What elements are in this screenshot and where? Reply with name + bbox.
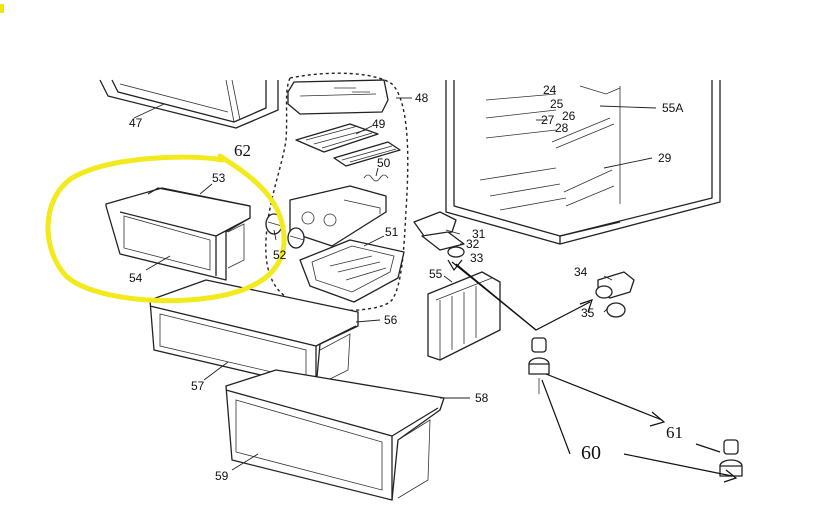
handwritten-62: 62 [234,141,251,160]
callout-53: 53 [212,171,226,185]
part-48-ice-bucket [287,79,389,115]
part-52-knobs [265,213,305,249]
callout-51: 51 [385,225,399,239]
callout-labels: 47 48 49 50 51 52 53 54 55 55A 56 57 58 … [129,83,683,483]
callout-58: 58 [475,391,489,405]
callout-50: 50 [377,156,391,170]
handwritten-numbers: 62 61 60 [234,141,683,464]
part-53-54-crisper-drawer [105,187,251,281]
callout-56: 56 [384,313,398,327]
callout-48: 48 [415,91,429,105]
handwritten-61: 61 [666,423,683,442]
callout-32: 32 [466,237,480,251]
callout-59: 59 [215,469,229,483]
callout-27: 27 [541,113,555,127]
part-55-housing [427,271,501,361]
callout-28: 28 [555,121,569,135]
callout-47: 47 [129,116,143,130]
handwritten-arrows [447,259,738,483]
callout-35: 35 [581,306,595,320]
fridge-cabinet [445,80,721,245]
fan-motor-parts [528,337,743,477]
callout-57: 57 [191,379,205,393]
leader-lines [133,97,657,471]
callout-26: 26 [562,109,576,123]
callout-52: 52 [273,248,287,262]
part-56-57-drawer [149,279,359,389]
callout-49: 49 [372,117,386,131]
part-49-ice-trays [295,123,401,167]
handwritten-60: 60 [581,442,601,464]
callout-25: 25 [550,97,564,111]
callout-55a: 55A [662,101,683,115]
callout-34: 34 [574,265,588,279]
part-50-spring [363,174,389,182]
part-47-shelf-frame [99,79,279,129]
callout-55: 55 [429,267,443,281]
corner-highlighter-mark [0,4,4,13]
ice-maker-group-outline [265,72,409,312]
part-34-35-assembly [595,271,635,318]
callout-33: 33 [470,251,484,265]
callout-29: 29 [658,151,672,165]
part-58-59-drawer [225,369,445,501]
yellow-highlight-circle [45,153,287,304]
part-31-33-assembly [413,211,465,258]
callout-54: 54 [129,271,143,285]
callout-24: 24 [543,83,557,97]
callout-31: 31 [472,227,486,241]
part-51-ice-bin [299,239,405,303]
